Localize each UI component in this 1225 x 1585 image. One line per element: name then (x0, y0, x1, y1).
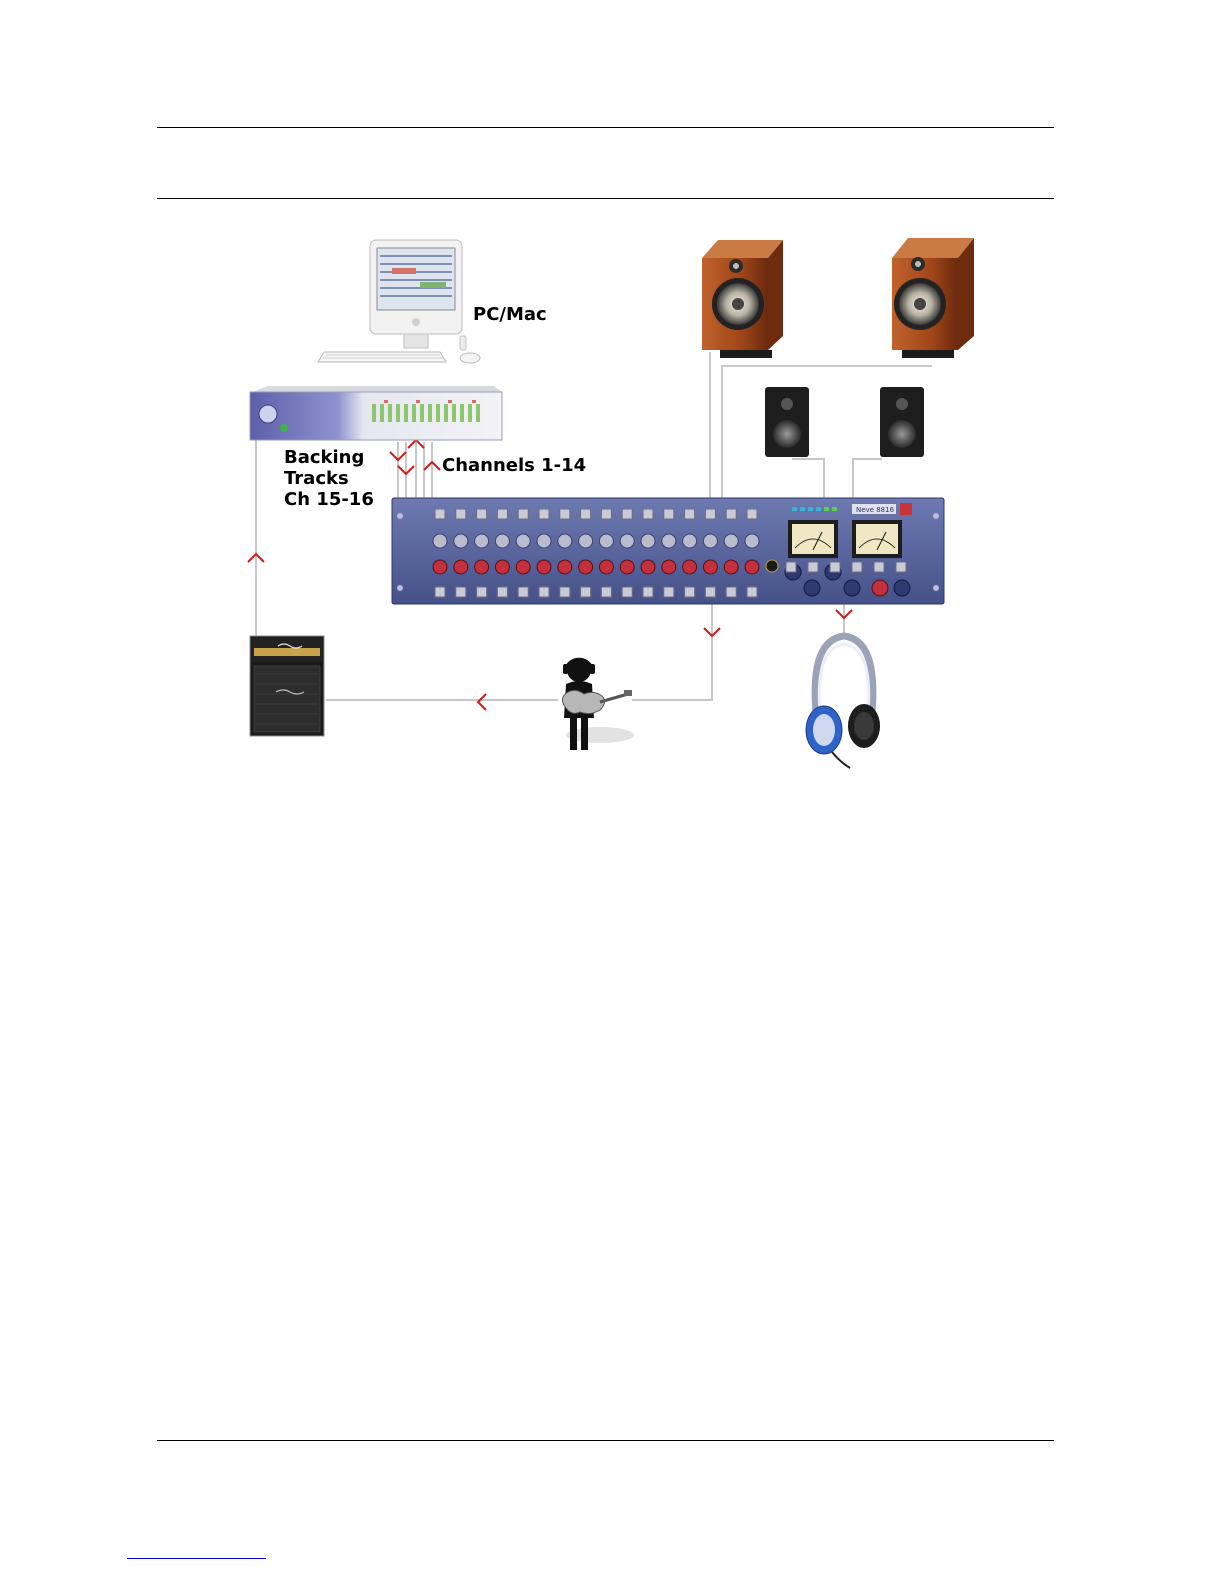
channel-bottom-button (539, 587, 549, 597)
channel-gain-knob (454, 534, 468, 548)
headphones-illustration (806, 636, 880, 768)
channel-bottom-button (518, 587, 528, 597)
channel-bottom-button (622, 587, 632, 597)
channel-top-button (560, 509, 570, 519)
channel-top-button (747, 509, 757, 519)
channel-top-button (456, 509, 466, 519)
backing-tracks-line-1: Backing (284, 447, 374, 468)
channel-top-button (518, 509, 528, 519)
channel-level-knob (745, 560, 759, 574)
channel-bottom-button (581, 587, 591, 597)
channel-level-knob (579, 560, 593, 574)
channel-top-button (664, 509, 674, 519)
channel-level-knob (662, 560, 676, 574)
channel-gain-knob (620, 534, 634, 548)
computer-illustration (318, 240, 480, 363)
cable-mixer-to-small-speaker-right (853, 459, 882, 498)
channel-gain-knob (683, 534, 697, 548)
channel-top-button (643, 509, 653, 519)
arrow-left-icon (478, 694, 486, 710)
channel-gain-knob (475, 534, 489, 548)
backing-tracks-line-2: Tracks (284, 468, 374, 489)
speaker-small-right (880, 387, 924, 457)
channel-level-knob (703, 560, 717, 574)
channel-level-knob (641, 560, 655, 574)
channel-bottom-button (664, 587, 674, 597)
channel-bottom-button (477, 587, 487, 597)
channel-top-button (705, 509, 715, 519)
channel-bottom-button (601, 587, 611, 597)
backing-tracks-line-3: Ch 15-16 (284, 489, 374, 510)
channel-gain-knob (495, 534, 509, 548)
channel-bottom-button (747, 587, 757, 597)
channel-gain-knob (599, 534, 613, 548)
channel-top-button (685, 509, 695, 519)
channel-bottom-button (497, 587, 507, 597)
channel-top-button (539, 509, 549, 519)
audio-interface-illustration (250, 386, 502, 440)
speaker-large-right (892, 238, 974, 358)
pc-mac-label: PC/Mac (473, 304, 547, 325)
channel-top-button (622, 509, 632, 519)
backing-tracks-label: Backing Tracks Ch 15-16 (284, 447, 374, 510)
channel-gain-knob (558, 534, 572, 548)
channel-top-button (726, 509, 736, 519)
channel-level-knob (724, 560, 738, 574)
channel-gain-knob (579, 534, 593, 548)
channel-top-button (601, 509, 611, 519)
channel-level-knob (620, 560, 634, 574)
channel-gain-knob (433, 534, 447, 548)
speaker-large-left (702, 240, 783, 358)
cable-mixer-to-guitarist (632, 604, 712, 700)
guitarist-illustration (562, 658, 634, 750)
channel-level-knob (516, 560, 530, 574)
speaker-small-left (765, 387, 809, 457)
channel-level-knob (558, 560, 572, 574)
channel-level-knob (599, 560, 613, 574)
channel-top-button (477, 509, 487, 519)
channel-bottom-button (643, 587, 653, 597)
mixer-brand: Neve 8816 (856, 506, 895, 514)
channel-top-button (497, 509, 507, 519)
channel-bottom-button (685, 587, 695, 597)
channel-gain-knob (516, 534, 530, 548)
channels-label: Channels 1-14 (442, 455, 586, 476)
channel-gain-knob (537, 534, 551, 548)
channel-bottom-button (726, 587, 736, 597)
channel-top-button (581, 509, 591, 519)
channel-top-button (435, 509, 445, 519)
channel-level-knob (537, 560, 551, 574)
channel-gain-knob (703, 534, 717, 548)
channel-gain-knob (745, 534, 759, 548)
channel-gain-knob (662, 534, 676, 548)
channel-bottom-button (456, 587, 466, 597)
channel-level-knob (454, 560, 468, 574)
channel-level-knob (475, 560, 489, 574)
guitar-amp-illustration (250, 636, 324, 736)
channel-level-knob (683, 560, 697, 574)
channel-bottom-button (705, 587, 715, 597)
channel-bottom-button (435, 587, 445, 597)
channel-level-knob (433, 560, 447, 574)
channel-level-knob (495, 560, 509, 574)
cable-mixer-to-small-speaker-left (792, 459, 824, 498)
channel-bottom-button (560, 587, 570, 597)
channel-gain-knob (641, 534, 655, 548)
channel-gain-knob (724, 534, 738, 548)
mixer-illustration: Neve 8816 (392, 498, 944, 604)
